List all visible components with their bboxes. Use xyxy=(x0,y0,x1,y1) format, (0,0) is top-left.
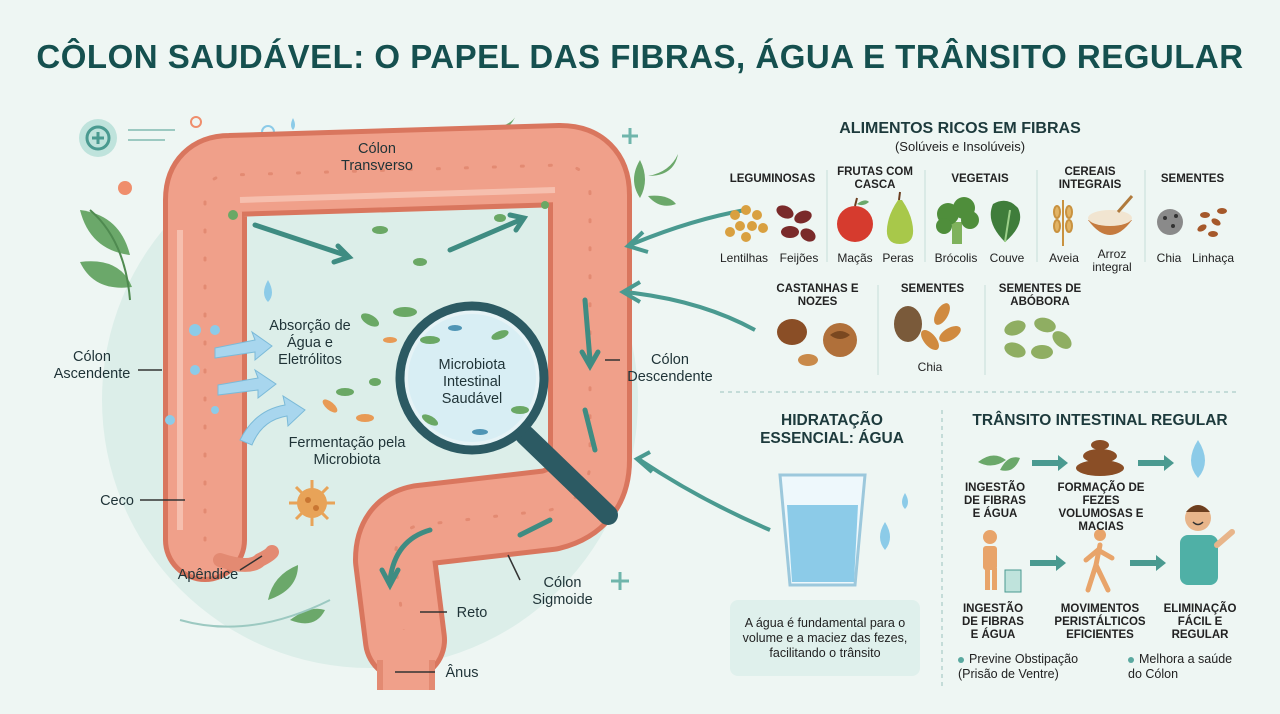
flow-arrows xyxy=(252,212,601,591)
cat-sementes-2: SEMENTES xyxy=(900,283,965,295)
plus-icon xyxy=(622,128,638,144)
bullet-dot xyxy=(1128,656,1134,663)
cat-cereais: CEREAIS INTEGRAIS xyxy=(1058,166,1122,191)
step-ingestao-top: INGESTÃO DE FIBRAS E ÁGUA xyxy=(964,482,1026,520)
leaves-step-icon xyxy=(978,455,1020,471)
cat-frutas: FRUTAS COM CASCA xyxy=(837,166,913,191)
bacteria-dots xyxy=(228,201,549,396)
rice-bowl-icon xyxy=(1088,195,1134,235)
page-title: CÔLON SAUDÁVEL: O PAPEL DAS FIBRAS, ÁGUA… xyxy=(36,38,1244,75)
step-ingestao-bottom: INGESTÃO DE FIBRAS E ÁGUA xyxy=(962,603,1024,641)
label-colon-descendente: Cólon Descendente xyxy=(627,352,713,385)
label-colon-ascendente: Cólon Ascendente xyxy=(53,349,131,382)
label-absorcao: Absorção de Água e Eletrólitos xyxy=(269,318,351,368)
chia-seed-icon xyxy=(1157,209,1183,235)
cat-sementes: SEMENTES xyxy=(1160,173,1225,185)
pumpkin-seed-icon xyxy=(1004,317,1072,359)
droplet-icon xyxy=(291,118,295,130)
cat-vegetais: VEGETAIS xyxy=(951,173,1009,185)
label-colon-sigmoide: Cólon Sigmoide xyxy=(532,575,593,608)
leaf-icon-bottom xyxy=(179,565,331,628)
label-colon-transverso: Cólon Transverso xyxy=(341,141,413,174)
person-trash-icon xyxy=(983,530,1022,593)
bean-icon xyxy=(776,205,816,242)
label-ceco: Ceco xyxy=(100,493,134,509)
label-fermentacao: Fermentação pela Microbiota xyxy=(288,435,406,468)
water-glass-icon xyxy=(778,473,908,587)
water-droplets xyxy=(165,280,272,425)
step-eliminacao: ELIMINAÇÃO FÁCIL E REGULAR xyxy=(1163,603,1237,641)
oat-icon xyxy=(1053,200,1073,246)
bullet-obstipacao-text: Previne Obstipação (Prisão de Ventre) xyxy=(958,652,1079,681)
leaf-icon-left xyxy=(80,209,132,301)
item-lentilhas: Lentilhas xyxy=(719,251,769,265)
bullet-dot xyxy=(958,656,964,663)
item-arroz: Arroz integral xyxy=(1092,247,1132,274)
apple-icon xyxy=(837,197,873,242)
colon-illustration xyxy=(163,123,632,690)
item-aveia: Aveia xyxy=(1049,251,1079,265)
absorption-arrows xyxy=(214,330,306,446)
leaf-icon-right xyxy=(634,154,678,206)
nuts-icon xyxy=(777,319,857,366)
item-linhaca: Linhaça xyxy=(1191,251,1235,265)
panel-dividers xyxy=(720,391,1240,690)
speed-lines-icon xyxy=(128,129,175,141)
item-macas: Maçãs xyxy=(837,251,873,265)
fibras-subtitle: (Solúveis e Insolúveis) xyxy=(894,139,1026,154)
category-dividers xyxy=(826,170,1146,375)
pear-icon xyxy=(886,191,914,244)
label-microbiota: Microbiota Intestinal Saudável xyxy=(438,357,506,407)
label-apendice: Apêndice xyxy=(177,567,239,583)
step-formacao: FORMAÇÃO DE FEZES VOLUMOSAS E MACIAS xyxy=(1057,482,1145,533)
item-brocolis: Brócolis xyxy=(934,251,978,265)
bullet-saude: Melhora a saúde do Cólon xyxy=(1128,652,1248,682)
hidratacao-title: HIDRATAÇÃO ESSENCIAL: ÁGUA xyxy=(760,412,904,447)
flaxseed-icon xyxy=(1197,208,1227,237)
microbe-icon xyxy=(289,480,335,526)
label-reto: Reto xyxy=(456,605,488,621)
kale-icon xyxy=(990,200,1021,243)
hidratacao-note: A água é fundamental para o volume e a m… xyxy=(730,600,920,676)
bullet-obstipacao: Previne Obstipação (Prisão de Ventre) xyxy=(958,652,1108,682)
item-feijoes: Feijões xyxy=(779,251,819,265)
decor-circle-icon xyxy=(190,116,202,128)
step-movimentos: MOVIMENTOS PERISTÁLTICOS EFICIENTES xyxy=(1054,603,1146,641)
item-chia-2: Chia xyxy=(917,360,943,374)
label-anus: Ânus xyxy=(445,665,479,681)
walking-person-icon xyxy=(1083,529,1115,593)
label-leader-lines xyxy=(138,359,620,673)
droplet-step-icon xyxy=(1191,440,1205,478)
fibras-title: ALIMENTOS RICOS EM FIBRAS xyxy=(839,120,1081,137)
bullet-saude-text: Melhora a saúde do Cólon xyxy=(1128,652,1233,681)
item-chia: Chia xyxy=(1156,251,1182,265)
cat-abobora: SEMENTES DE ABÓBORA xyxy=(998,283,1082,308)
cat-castanhas: CASTANHAS E NOZES xyxy=(776,283,859,308)
broccoli-icon xyxy=(936,197,979,244)
transito-title: TRÂNSITO INTESTINAL REGULAR xyxy=(972,412,1228,429)
happy-person-icon xyxy=(1180,505,1235,585)
plus-icon-2 xyxy=(611,572,629,590)
transit-arrows xyxy=(1030,455,1174,571)
item-peras: Peras xyxy=(882,251,914,265)
lentil-icon xyxy=(725,205,768,242)
stool-icon xyxy=(1076,440,1124,476)
gear-heart-icon xyxy=(79,119,117,157)
magnifier-icon xyxy=(395,301,618,525)
bacteria-dots-orange xyxy=(322,337,397,422)
appendix xyxy=(213,545,279,572)
decor-dot-icon xyxy=(118,181,132,195)
seeds-icon xyxy=(894,303,961,350)
cat-leguminosas: LEGUMINOSAS xyxy=(729,173,816,185)
item-couve: Couve xyxy=(989,251,1025,265)
